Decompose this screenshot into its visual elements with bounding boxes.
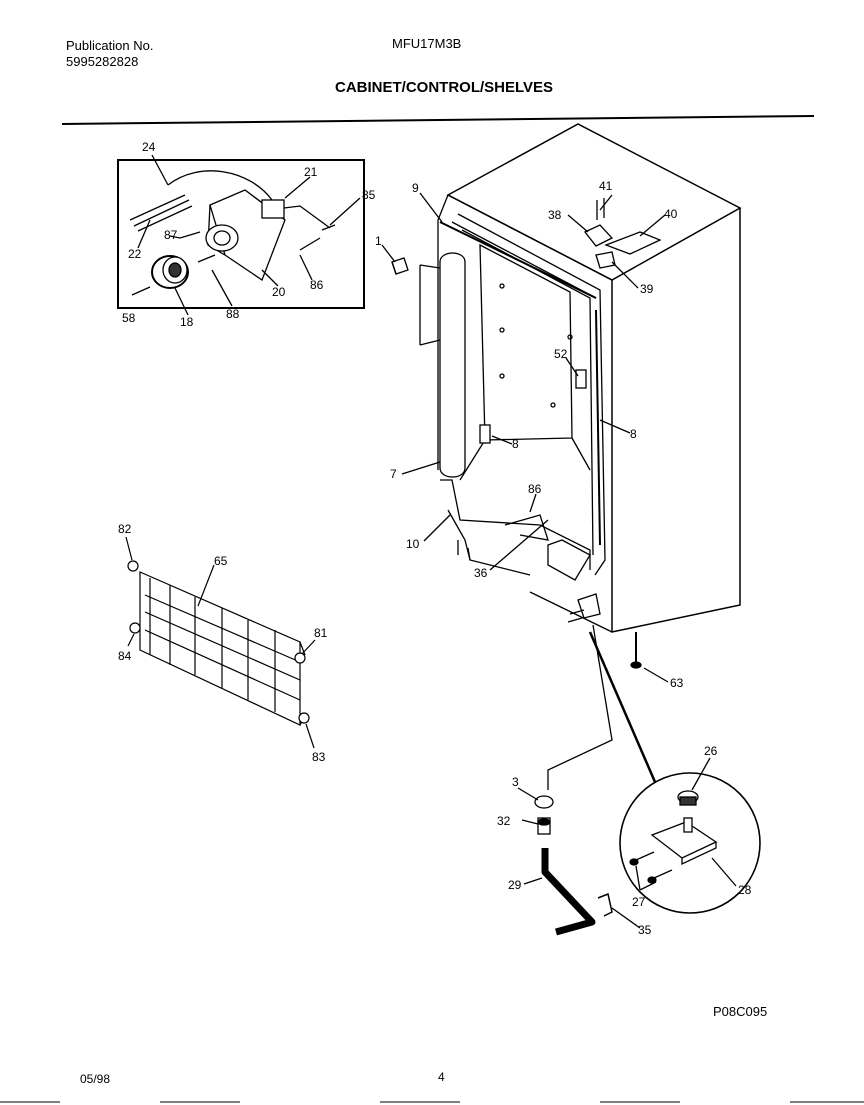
page-number: 4 <box>438 1070 445 1084</box>
callout-27: 27 <box>632 895 646 909</box>
callout-8-left: 8 <box>512 437 519 451</box>
callout-26: 26 <box>704 744 718 758</box>
callout-41: 41 <box>599 179 613 193</box>
callout-8-right: 8 <box>630 427 637 441</box>
publication-number: 5995282828 <box>66 54 139 69</box>
callout-63: 63 <box>670 676 684 690</box>
callout-29: 29 <box>508 878 522 892</box>
callout-24: 24 <box>142 140 156 154</box>
model-number: MFU17M3B <box>392 36 462 51</box>
header-rule <box>61 115 815 125</box>
hinge-detail <box>517 624 761 929</box>
callout-52: 52 <box>554 347 568 361</box>
callout-36: 36 <box>474 566 488 580</box>
callout-38: 38 <box>548 208 562 222</box>
callout-81: 81 <box>314 626 328 640</box>
publication-label: Publication No. <box>66 38 154 53</box>
callout-87: 87 <box>164 228 178 242</box>
page-title: CABINET/CONTROL/SHELVES <box>335 79 554 96</box>
callout-40: 40 <box>664 207 678 221</box>
callout-3: 3 <box>512 775 519 789</box>
callout-39: 39 <box>640 282 654 296</box>
callout-58: 58 <box>122 311 136 325</box>
callout-84: 84 <box>118 649 132 663</box>
callout-88: 88 <box>226 307 240 321</box>
shelf-basket <box>125 536 316 749</box>
bracket-35 <box>597 892 613 917</box>
callout-1: 1 <box>375 234 382 248</box>
callout-82: 82 <box>118 522 132 536</box>
footer-date: 05/98 <box>80 1072 111 1086</box>
callout-83: 83 <box>312 750 326 764</box>
callout-28: 28 <box>738 883 752 897</box>
callout-32: 32 <box>497 814 511 828</box>
callout-20: 20 <box>272 285 286 299</box>
callout-22: 22 <box>128 247 142 261</box>
callout-7: 7 <box>390 467 397 481</box>
callout-86-cabinet: 86 <box>528 482 542 496</box>
callout-9: 9 <box>412 181 419 195</box>
control-inset <box>117 154 365 316</box>
callout-10: 10 <box>406 537 420 551</box>
cabinet <box>381 123 742 683</box>
callout-65: 65 <box>214 554 228 568</box>
callout-86-control: 86 <box>310 278 324 292</box>
drawing-code: P08C095 <box>713 1004 768 1019</box>
callout-18: 18 <box>180 315 194 329</box>
callout-85: 85 <box>362 188 376 202</box>
hinge-rod <box>541 848 596 936</box>
callout-21: 21 <box>304 165 318 179</box>
callout-35: 35 <box>638 923 652 937</box>
